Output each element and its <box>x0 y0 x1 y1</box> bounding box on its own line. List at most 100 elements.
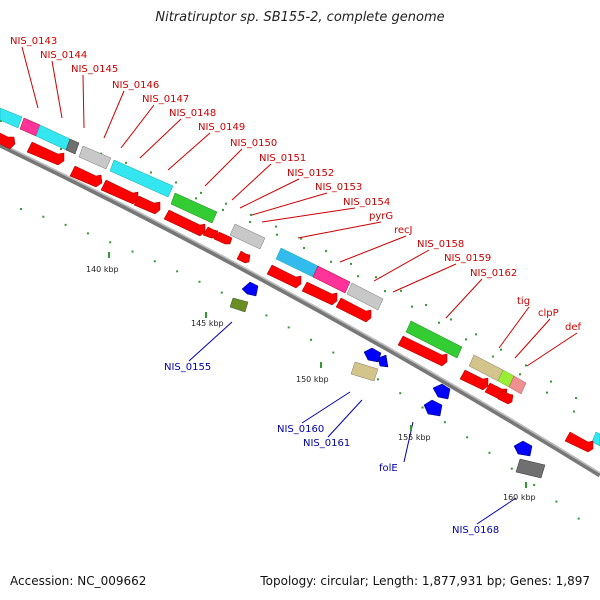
tick-mark <box>357 275 359 278</box>
forward-cds-arrow[interactable] <box>459 369 489 391</box>
tick-mark <box>220 291 223 294</box>
reverse-gene-label[interactable]: NIS_0168 <box>452 525 499 536</box>
forward-cds-arrow[interactable] <box>335 297 372 323</box>
forward-gene-label[interactable]: NIS_0144 <box>40 50 87 61</box>
forward-cds-arrow[interactable] <box>266 264 302 289</box>
tick-mark <box>399 392 402 395</box>
tick-mark <box>575 397 577 400</box>
feature-block[interactable] <box>170 192 218 224</box>
label-leader-line <box>204 148 243 187</box>
tick-mark <box>330 260 332 263</box>
label-leader-line <box>21 46 39 109</box>
feature-block[interactable] <box>65 138 80 155</box>
forward-gene-label[interactable]: NIS_0152 <box>287 168 334 179</box>
forward-gene-label[interactable]: NIS_0159 <box>444 253 491 264</box>
forward-cds-arrow[interactable] <box>236 250 251 264</box>
genome-backbone <box>0 142 600 478</box>
forward-gene-label[interactable]: def <box>565 322 582 333</box>
feature-block[interactable] <box>312 265 351 294</box>
feature-block[interactable] <box>346 282 384 311</box>
forward-gene-label[interactable]: pyrG <box>369 211 393 222</box>
forward-gene-label[interactable]: NIS_0158 <box>417 239 464 250</box>
forward-cds-arrow[interactable] <box>497 390 514 405</box>
feature-block[interactable] <box>78 145 112 170</box>
forward-gene-label[interactable]: NIS_0149 <box>198 122 245 133</box>
tick-mark <box>350 262 352 265</box>
feature-block[interactable] <box>229 223 266 250</box>
tick-mark <box>519 373 521 376</box>
reverse-cds-arrow[interactable] <box>432 383 451 400</box>
forward-gene-label[interactable]: NIS_0147 <box>142 94 189 105</box>
forward-cds-arrow[interactable] <box>301 281 338 306</box>
reverse-gene-label[interactable]: folE <box>379 463 398 474</box>
tick-mark <box>450 318 452 321</box>
label-leader-line <box>251 192 328 216</box>
tick-mark <box>332 351 335 354</box>
tick-mark <box>411 305 413 308</box>
label-leader-line <box>231 163 272 201</box>
tick-mark <box>525 364 527 367</box>
label-leader-line <box>301 391 351 424</box>
tick-mark <box>42 215 45 218</box>
feature-block[interactable] <box>109 159 174 198</box>
tick-mark <box>438 321 440 324</box>
reverse-gene-label[interactable]: NIS_0161 <box>303 438 350 449</box>
forward-gene-label[interactable]: clpP <box>538 308 559 319</box>
forward-cds-arrow[interactable] <box>0 132 16 150</box>
reverse-gene-label[interactable]: NIS_0155 <box>164 362 211 373</box>
feature-block[interactable] <box>591 431 600 447</box>
forward-gene-label[interactable]: NIS_0154 <box>343 197 390 208</box>
label-leader-line <box>167 132 211 171</box>
feature-block[interactable] <box>515 458 546 479</box>
forward-gene-label[interactable]: NIS_0148 <box>169 108 216 119</box>
tick-mark <box>265 314 268 317</box>
reverse-cds-arrow[interactable] <box>241 281 259 297</box>
reverse-gene-label[interactable]: NIS_0160 <box>277 424 324 435</box>
forward-cds-arrow[interactable] <box>397 335 448 367</box>
forward-gene-label[interactable]: NIS_0153 <box>315 182 362 193</box>
feature-block[interactable] <box>508 375 527 395</box>
tick-mark <box>109 241 112 244</box>
tick-mark <box>275 225 277 228</box>
forward-gene-label[interactable]: tig <box>517 296 530 307</box>
accession-text: Accession: NC_009662 <box>10 574 147 588</box>
forward-cds-arrow[interactable] <box>564 431 594 453</box>
label-leader-line <box>188 321 233 362</box>
feature-block[interactable] <box>405 320 463 359</box>
genome-backbone-highlight <box>0 142 600 474</box>
forward-gene-label[interactable]: NIS_0143 <box>10 36 57 47</box>
forward-gene-label[interactable]: NIS_0150 <box>230 138 277 149</box>
label-leader-line <box>445 278 483 319</box>
tick-mark <box>222 208 224 211</box>
forward-gene-label[interactable]: NIS_0151 <box>259 153 306 164</box>
feature-block[interactable] <box>229 297 249 313</box>
major-tick <box>525 482 527 488</box>
label-leader-line <box>297 221 382 239</box>
feature-block[interactable] <box>350 361 379 382</box>
forward-cds-arrow[interactable] <box>26 141 65 166</box>
tick-mark <box>384 290 386 293</box>
forward-cds-arrow[interactable] <box>69 165 103 188</box>
forward-gene-label[interactable]: NIS_0162 <box>470 268 517 279</box>
forward-gene-label[interactable]: recJ <box>394 225 413 236</box>
forward-cds-arrow[interactable] <box>213 231 233 245</box>
reverse-cds-arrow[interactable] <box>423 399 443 417</box>
tick-mark <box>555 500 558 503</box>
label-leader-line <box>514 318 551 359</box>
reverse-cds-arrow[interactable] <box>377 354 389 368</box>
tick-mark <box>276 233 278 236</box>
tick-mark <box>86 232 89 235</box>
forward-gene-label[interactable]: NIS_0146 <box>112 80 159 91</box>
feature-block[interactable] <box>0 107 23 129</box>
forward-gene-label[interactable]: NIS_0145 <box>71 64 118 75</box>
major-tick <box>410 425 412 431</box>
tick-mark <box>550 380 552 383</box>
tick-mark <box>225 202 227 205</box>
tick-mark <box>176 270 179 273</box>
tick-mark <box>325 250 327 253</box>
reverse-cds-arrow[interactable] <box>513 440 533 457</box>
major-tick <box>320 362 322 368</box>
forward-cds-arrow[interactable] <box>133 195 161 215</box>
